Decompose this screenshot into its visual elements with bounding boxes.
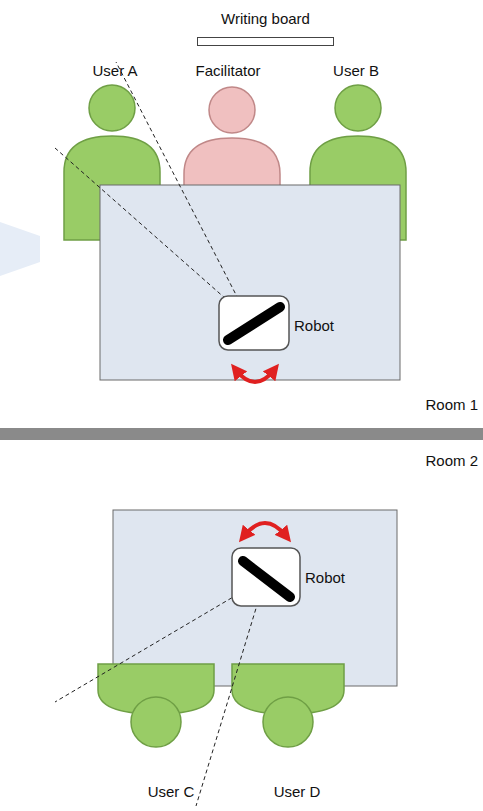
wall bbox=[0, 428, 483, 440]
view-line bbox=[55, 580, 262, 702]
view-line bbox=[116, 62, 248, 318]
text-label: User B bbox=[333, 62, 379, 79]
watermark-shape bbox=[0, 222, 40, 276]
person-figure bbox=[98, 664, 214, 747]
robot-base bbox=[219, 296, 289, 350]
robot-label: Robot bbox=[305, 569, 345, 586]
table bbox=[100, 185, 400, 380]
text-label: Room 2 bbox=[425, 452, 478, 469]
text-label: Room 1 bbox=[425, 396, 478, 413]
text-label: User A bbox=[92, 62, 137, 79]
view-line bbox=[55, 148, 252, 322]
text-label: Facilitator bbox=[195, 62, 260, 79]
writing-board: Writing board bbox=[197, 37, 334, 46]
robot-display bbox=[228, 307, 280, 340]
rotation-arrow bbox=[244, 523, 286, 536]
text-label: User D bbox=[274, 783, 321, 800]
robot-base bbox=[232, 548, 300, 606]
robot-display bbox=[243, 561, 290, 597]
robot-box: Robot bbox=[218, 295, 290, 351]
view-line bbox=[196, 582, 264, 806]
person-figure bbox=[232, 664, 344, 747]
robot-outline bbox=[231, 547, 301, 607]
rotation-arrow bbox=[236, 370, 274, 382]
robot-outline bbox=[218, 295, 290, 351]
robot-label: Robot bbox=[294, 317, 334, 334]
table bbox=[113, 510, 397, 686]
board-label: Writing board bbox=[194, 10, 337, 27]
text-label: User C bbox=[148, 783, 195, 800]
robot-box: Robot bbox=[231, 547, 301, 607]
board-rect bbox=[198, 38, 334, 46]
board-outline bbox=[197, 37, 334, 46]
